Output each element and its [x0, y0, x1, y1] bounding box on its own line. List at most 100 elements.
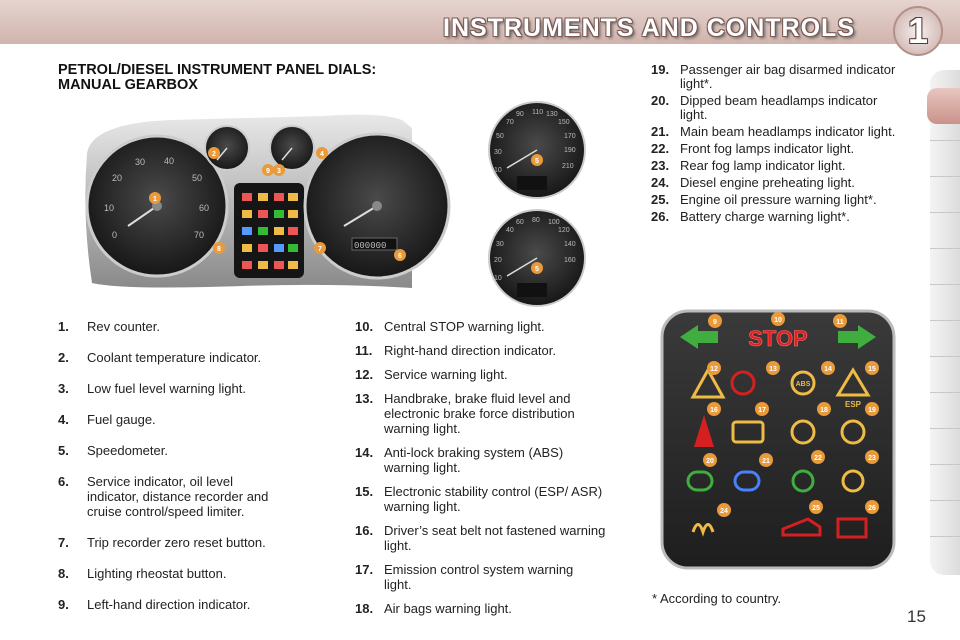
callout-4: 4	[320, 151, 324, 158]
legend-item: 9.Left-hand direction indicator.	[58, 597, 251, 612]
speed-tick-lower: 160	[564, 257, 576, 264]
page-number: 15	[907, 607, 926, 626]
legend-item: 2.Coolant temperature indicator.	[58, 350, 262, 365]
section-title: PETROL/DIESEL INSTRUMENT PANEL DIALS: MA…	[58, 63, 376, 93]
callout-12: 12	[710, 366, 718, 373]
legend-item: 19.Passenger air bag disarmed indicator …	[651, 62, 896, 91]
oil-pressure-icon	[781, 517, 822, 537]
legend-item: 6.Service indicator, oil level indicator…	[58, 474, 269, 519]
header-bar	[0, 0, 960, 50]
abs-label: ABS	[796, 381, 811, 388]
airbag-warning-icon	[790, 419, 816, 445]
callout-19: 19	[868, 407, 876, 414]
page-header-title: INSTRUMENTS AND CONTROLS	[443, 14, 855, 42]
speed-tick-lower: 80	[532, 217, 540, 224]
speed-tick-lower: 60	[516, 219, 524, 226]
callout-5: 5	[535, 158, 539, 165]
rev-tick-label: 60	[199, 203, 209, 213]
rev-tick-label: 0	[112, 230, 117, 240]
esp-warning-icon	[835, 367, 871, 397]
rev-tick-label: 40	[164, 156, 174, 166]
rev-tick-label: 20	[112, 173, 122, 183]
callout-15: 15	[868, 366, 876, 373]
instrument-panel-illustration: 0 10 20 30 40 50 60 70 000000 10 30 50 7…	[85, 101, 586, 307]
header-divider	[0, 44, 960, 52]
callout-24: 24	[720, 508, 728, 515]
speed-tick-upper: 30	[494, 149, 502, 156]
rev-tick-label: 30	[135, 157, 145, 167]
legend-item: 1.Rev counter.	[58, 319, 160, 334]
callout-22: 22	[814, 455, 822, 462]
legend-item: 15.Electronic stability control (ESP/ AS…	[355, 484, 603, 514]
section-title-line-2: MANUAL GEARBOX	[58, 77, 198, 93]
callout-2: 2	[212, 151, 216, 158]
speed-tick-upper: 90	[516, 111, 524, 118]
legend-item: 22.Front fog lamps indicator light.	[651, 141, 855, 156]
trip-display	[351, 237, 398, 251]
speed-needle	[343, 205, 378, 227]
brake-warning-icon	[730, 370, 756, 396]
rev-tick-label: 70	[194, 230, 204, 240]
speed-tick-lower: 30	[496, 241, 504, 248]
esp-label: ESP	[845, 400, 862, 409]
front-fog-icon	[791, 469, 815, 493]
side-chapter-rail	[930, 70, 960, 575]
rear-fog-icon	[841, 469, 865, 493]
seat-belt-warning-icon	[694, 415, 714, 447]
callout-26: 26	[868, 505, 876, 512]
legend-list-column-2: 10.Central STOP warning light. 11.Right-…	[355, 319, 610, 616]
callout-11: 11	[836, 319, 844, 326]
speed-tick-lower: 140	[564, 241, 576, 248]
callout-7: 7	[318, 246, 322, 253]
legend-item: 18.Air bags warning light.	[355, 601, 512, 616]
legend-item: 26.Battery charge warning light*.	[651, 209, 850, 224]
legend-item: 24.Diesel engine preheating light.	[651, 175, 855, 190]
legend-item: 14.Anti-lock braking system (ABS) warnin…	[355, 445, 564, 475]
rev-tick-label: 50	[192, 173, 202, 183]
callout-21: 21	[762, 458, 770, 465]
callout-3: 3	[277, 168, 281, 175]
callout-8: 8	[217, 246, 221, 253]
callout-13: 13	[769, 366, 777, 373]
rev-needle	[127, 205, 158, 227]
legend-item: 7.Trip recorder zero reset button.	[58, 535, 266, 550]
callout-9: 9	[266, 168, 270, 175]
speed-tick-upper: 70	[506, 119, 514, 126]
legend-list-column-3: 19.Passenger air bag disarmed indicator …	[651, 63, 906, 224]
legend-item: 25.Engine oil pressure warning light*.	[651, 192, 877, 207]
speed-tick-lower: 100	[548, 219, 560, 226]
center-warning-panel	[234, 183, 304, 278]
legend-item: 5.Speedometer.	[58, 443, 168, 458]
speed-tick-lower: 40	[506, 227, 514, 234]
speed-tick-upper: 10	[494, 167, 502, 174]
callout-16: 16	[710, 407, 718, 414]
rev-tick-label: 10	[104, 203, 114, 213]
footnote: * According to country.	[652, 591, 782, 606]
abs-warning-icon	[790, 370, 816, 396]
callout-10: 10	[774, 317, 782, 324]
preheating-icon	[691, 523, 715, 537]
speed-tick-upper: 130	[546, 111, 558, 118]
legend-item: 13.Handbrake, brake fluid level and elec…	[355, 391, 575, 436]
right-arrow-icon	[838, 325, 876, 349]
warning-panel-background	[660, 309, 896, 570]
legend-item: 4.Fuel gauge.	[58, 412, 156, 427]
speed-tick-upper: 110	[532, 109, 543, 116]
speed-tick-upper: 190	[564, 147, 576, 154]
section-title-line-1: PETROL/DIESEL INSTRUMENT PANEL DIALS:	[58, 62, 377, 78]
callout-1: 1	[153, 196, 157, 203]
callout-9: 9	[713, 319, 717, 326]
speed-tick-lower: 20	[494, 257, 502, 264]
left-arrow-icon	[680, 325, 718, 349]
legend-item: 11.Right-hand direction indicator.	[355, 343, 556, 358]
legend-item: 23.Rear fog lamp indicator light.	[651, 158, 846, 173]
legend-item: 12.Service warning light.	[355, 367, 508, 382]
callout-5b: 5	[535, 266, 539, 273]
callout-23: 23	[868, 455, 876, 462]
callout-20: 20	[706, 458, 714, 465]
legend-list-column-1: 1.Rev counter. 2.Coolant temperature ind…	[58, 319, 318, 612]
speed-tick-upper: 170	[564, 133, 576, 140]
dipped-beam-icon	[686, 470, 714, 492]
battery-warning-icon	[836, 517, 868, 539]
active-chapter-tab[interactable]	[927, 88, 960, 124]
